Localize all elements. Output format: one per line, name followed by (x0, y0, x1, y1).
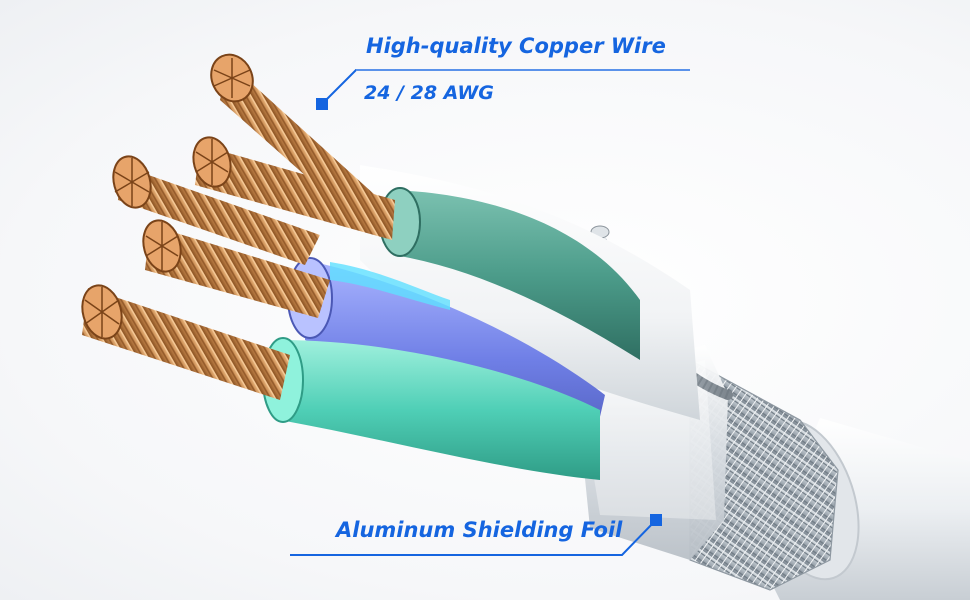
callout-square-icon (316, 98, 328, 110)
shielding-foil-label: Aluminum Shielding Foil (336, 518, 623, 542)
copper-wire-title: High-quality Copper Wire (366, 34, 666, 58)
copper-callout-leader (316, 69, 690, 110)
copper-strand-upper-left (112, 155, 320, 265)
copper-strand-lower (81, 284, 290, 400)
foil-callout-leader (290, 514, 662, 556)
callout-square-icon (650, 514, 662, 526)
copper-strand-top (210, 53, 375, 215)
copper-wire-gauge: 24 / 28 AWG (364, 82, 494, 104)
copper-strand-middle (142, 219, 330, 318)
copper-strand-upper-right (192, 136, 395, 240)
